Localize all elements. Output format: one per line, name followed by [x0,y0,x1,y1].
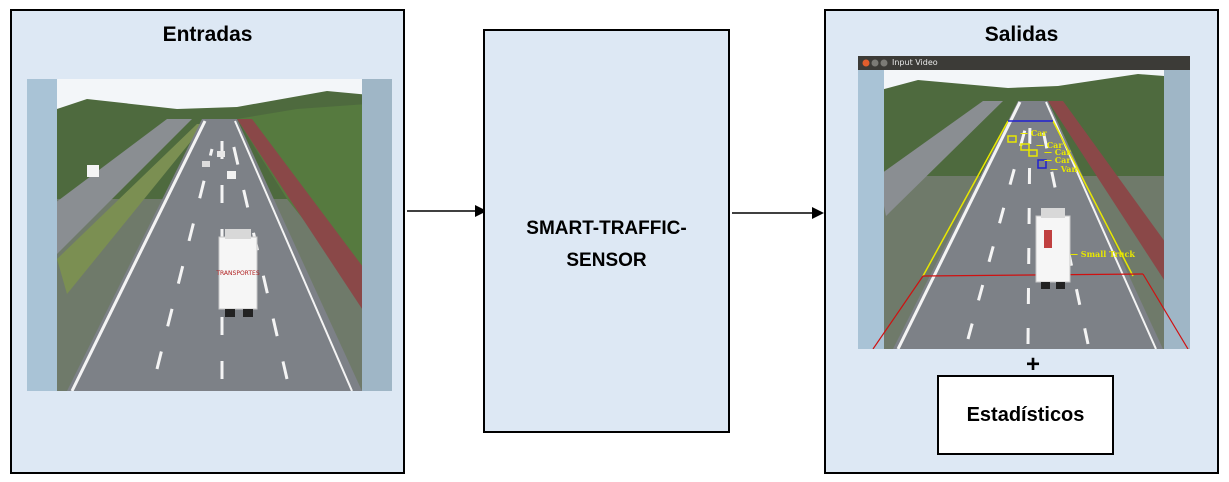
inputs-title: Entradas [162,23,253,46]
detection-label: — Car [1036,140,1063,150]
arrow-inputs-to-sensor [407,205,487,217]
inputs-box: Entradas [10,9,405,474]
close-window-icon[interactable] [862,59,870,67]
maximize-window-icon[interactable] [880,59,888,67]
outputs-title: Salidas [984,23,1059,46]
smart-traffic-sensor-box: SMART-TRAFFIC-SENSOR [483,29,730,433]
input-video-frame: TRANSPORTES [27,79,392,391]
plus-sign: + [1026,351,1041,378]
minimize-window-icon[interactable] [871,59,879,67]
statistics-box: Estadísticos [937,375,1114,455]
truck-text: TRANSPORTES [215,270,260,277]
detection-label: — Car [1044,155,1071,165]
detection-label: — Car [1044,147,1071,157]
detection-label: — Small Truck [1070,249,1135,259]
output-video-window: Input Video — Car — Car — Car — Car — Va… [858,56,1190,349]
arrow-sensor-to-outputs [732,207,824,219]
output-window-title: Input Video [892,58,938,67]
statistics-label: Estadísticos [966,403,1085,426]
smart-traffic-sensor-label: SMART-TRAFFIC-SENSOR [526,218,687,271]
outputs-box: Salidas [824,9,1219,474]
detection-label: — Car [1020,128,1047,138]
detection-label: — Van [1050,164,1078,174]
